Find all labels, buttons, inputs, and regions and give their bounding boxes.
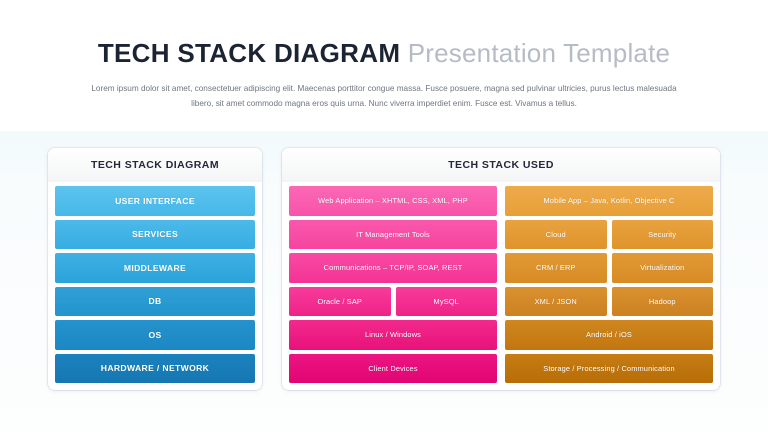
orange-bar-mobile-app[interactable]: Mobile App – Java, Kotlin, Objective C [505,186,713,216]
orange-bar-virtualization[interactable]: Virtualization [611,253,713,283]
pink-bar-linux-windows[interactable]: Linux / Windows [289,320,497,350]
page-subtitle: Lorem ipsum dolor sit amet, consectetuer… [91,82,677,111]
pink-bar-mysql[interactable]: MySQL [395,286,497,316]
page-subtitle-line-2: lectus malesuada libero, sit amet commod… [191,84,677,108]
tech-stack-used-columns: Web Application – XHTML, CSS, XML, PHP I… [282,182,720,390]
layer-row: MIDDLEWARE [55,253,255,283]
orange-row: XML / JSON Hadoop [505,286,713,316]
layer-row: SERVICES [55,219,255,249]
pink-row: Client Devices [289,353,497,383]
layer-row: OS [55,320,255,350]
orange-row: Cloud Security [505,219,713,249]
panels-container: TECH STACK DIAGRAM USER INTERFACE SERVIC… [0,148,768,392]
pink-bar-it-management-tools[interactable]: IT Management Tools [289,219,497,249]
orange-row: CRM / ERP Virtualization [505,253,713,283]
orange-bar-xml-json[interactable]: XML / JSON [505,286,607,316]
page-subtitle-line-1: Lorem ipsum dolor sit amet, consectetuer… [91,84,611,93]
layer-bar-os[interactable]: OS [55,320,255,350]
layer-bar-services[interactable]: SERVICES [55,219,255,249]
tech-stack-diagram-heading: TECH STACK DIAGRAM [48,148,262,182]
layer-row: DB [55,286,255,316]
orange-bar-android-ios[interactable]: Android / iOS [505,320,713,350]
orange-row: Android / iOS [505,320,713,350]
tech-stack-used-heading: TECH STACK USED [282,148,720,182]
pink-row: IT Management Tools [289,219,497,249]
page-title-primary: TECH STACK DIAGRAM [97,38,401,68]
pink-row: Web Application – XHTML, CSS, XML, PHP [289,186,497,216]
orange-row: Storage / Processing / Communication [505,353,713,383]
pink-bar-client-devices[interactable]: Client Devices [289,353,497,383]
tech-stack-diagram-panel: TECH STACK DIAGRAM USER INTERFACE SERVIC… [48,148,262,390]
layer-bar-middleware[interactable]: MIDDLEWARE [55,253,255,283]
tech-stack-diagram-layers: USER INTERFACE SERVICES MIDDLEWARE DB OS… [48,182,262,390]
pink-bar-web-application[interactable]: Web Application – XHTML, CSS, XML, PHP [289,186,497,216]
orange-technology-column: Mobile App – Java, Kotlin, Objective C C… [505,186,713,383]
pink-technology-column: Web Application – XHTML, CSS, XML, PHP I… [289,186,497,383]
layer-row: HARDWARE / NETWORK [55,353,255,383]
layer-bar-db[interactable]: DB [55,286,255,316]
pink-bar-oracle-sap[interactable]: Oracle / SAP [289,286,391,316]
slide-header: TECH STACK DIAGRAM Presentation Template… [0,38,768,111]
pink-bar-communications[interactable]: Communications – TCP/IP, SOAP, REST [289,253,497,283]
orange-row: Mobile App – Java, Kotlin, Objective C [505,186,713,216]
layer-row: USER INTERFACE [55,186,255,216]
orange-bar-cloud[interactable]: Cloud [505,219,607,249]
tech-stack-used-panel: TECH STACK USED Web Application – XHTML,… [282,148,720,390]
pink-row: Oracle / SAP MySQL [289,286,497,316]
orange-bar-crm-erp[interactable]: CRM / ERP [505,253,607,283]
pink-row: Linux / Windows [289,320,497,350]
orange-bar-hadoop[interactable]: Hadoop [611,286,713,316]
orange-bar-security[interactable]: Security [611,219,713,249]
layer-bar-hardware-network[interactable]: HARDWARE / NETWORK [55,353,255,383]
pink-row: Communications – TCP/IP, SOAP, REST [289,253,497,283]
page-title: TECH STACK DIAGRAM Presentation Template [0,38,768,68]
page-title-secondary: Presentation Template [407,38,671,68]
orange-bar-storage-processing-communication[interactable]: Storage / Processing / Communication [505,353,713,383]
layer-bar-user-interface[interactable]: USER INTERFACE [55,186,255,216]
